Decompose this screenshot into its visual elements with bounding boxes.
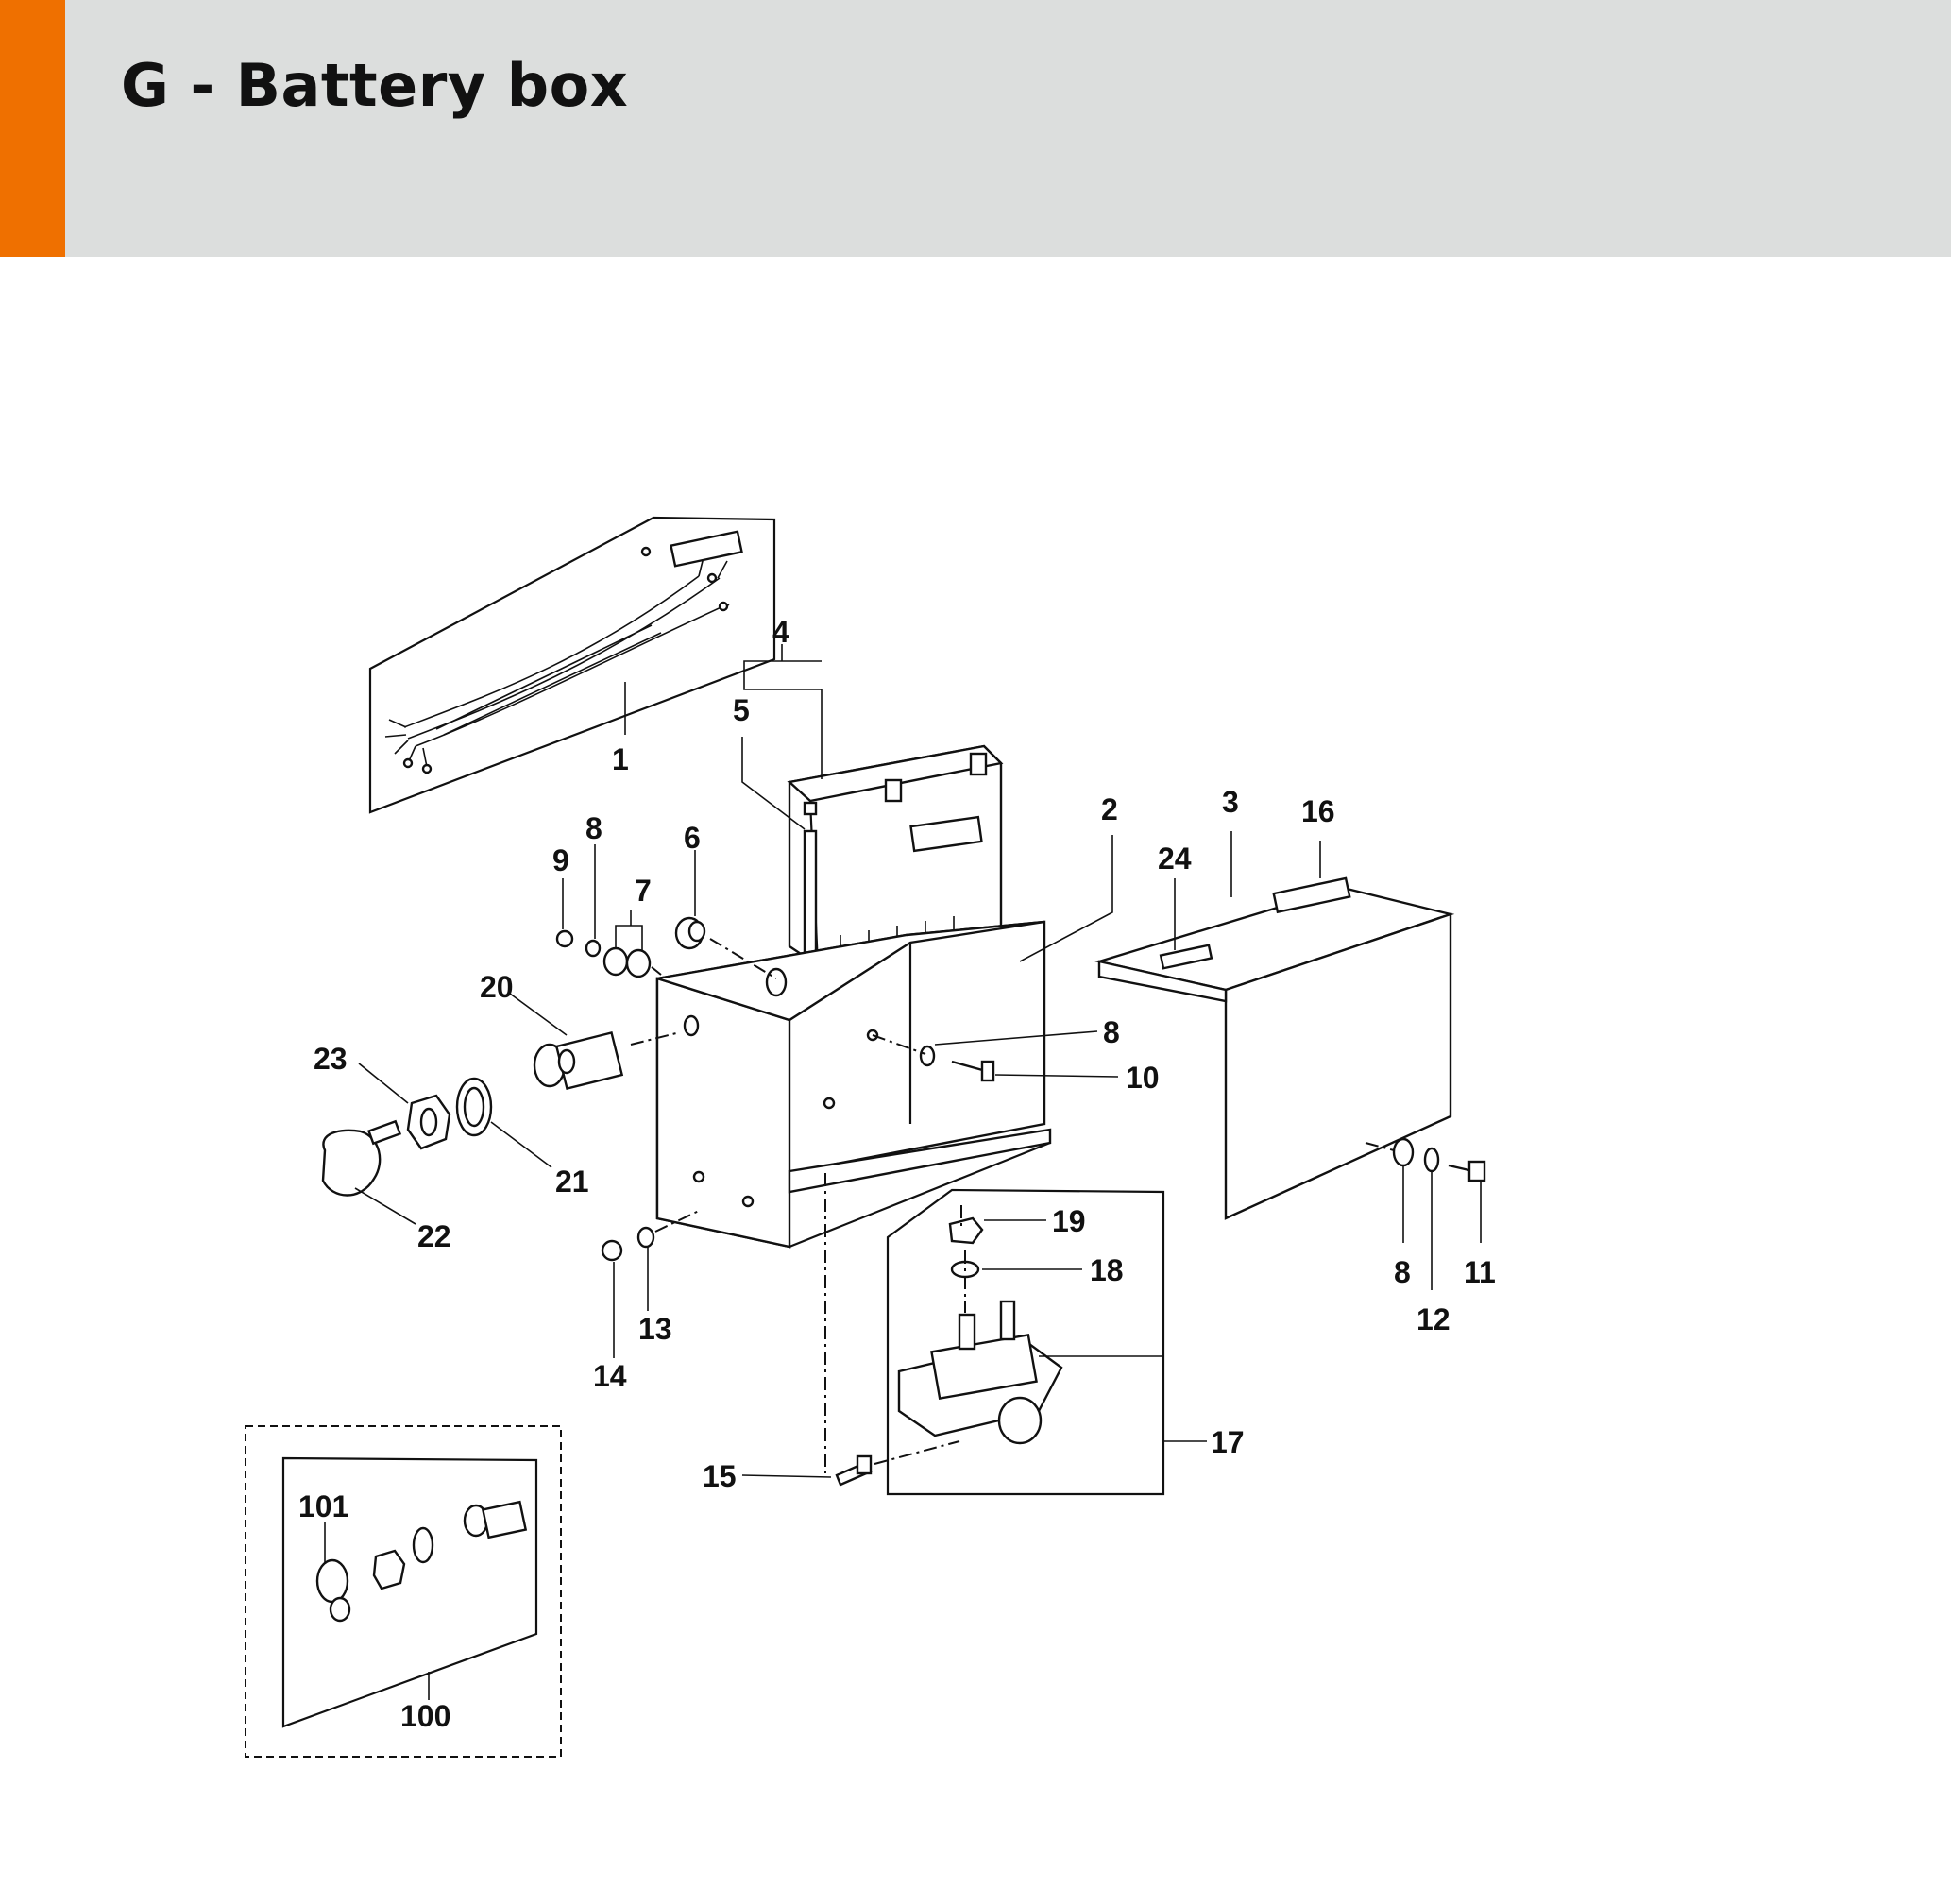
axis-7 <box>651 966 662 976</box>
leader-15 <box>741 1474 832 1478</box>
nut-19 <box>948 1216 984 1245</box>
nut-9 <box>555 929 574 948</box>
nut-14 <box>601 1239 623 1262</box>
callout-7: 7 <box>635 874 652 908</box>
washer-8a <box>585 939 602 958</box>
axis-8b <box>872 1034 926 1055</box>
callout-16: 16 <box>1301 794 1335 828</box>
leader-21 <box>490 1121 552 1168</box>
leader-5 <box>741 737 806 830</box>
leader-4-right <box>743 672 823 779</box>
axis-6 <box>709 938 777 979</box>
leader-10 <box>994 1074 1119 1078</box>
screw-10 <box>951 1060 995 1082</box>
axis-20 <box>630 1032 677 1046</box>
callout-12: 12 <box>1417 1302 1451 1336</box>
axis-8c <box>1365 1142 1395 1151</box>
callout-17: 17 <box>1211 1425 1245 1459</box>
ignition-key-22 <box>321 1119 402 1197</box>
kit-100-dashed-frame <box>245 1425 562 1758</box>
header-bar <box>0 0 1951 257</box>
leader-23 <box>358 1062 409 1104</box>
ring-nut-21-inner <box>463 1086 485 1128</box>
nut-23 <box>406 1094 451 1150</box>
leader-2 <box>1019 835 1113 962</box>
callout-19: 19 <box>1052 1204 1086 1238</box>
callout-18: 18 <box>1090 1253 1124 1287</box>
callout-20: 20 <box>480 970 514 1004</box>
ignition-switch-20 <box>533 1030 624 1091</box>
screw-11 <box>1448 1160 1486 1182</box>
relay-17 <box>897 1300 1063 1445</box>
callout-8c: 8 <box>1394 1255 1411 1289</box>
callout-15: 15 <box>703 1459 737 1493</box>
axis-13 <box>654 1210 700 1232</box>
callout-24: 24 <box>1158 842 1192 876</box>
callout-8a: 8 <box>585 811 602 845</box>
page-title: G - Battery box <box>121 51 629 120</box>
leader-7-bracket <box>615 925 643 950</box>
callout-101: 101 <box>298 1489 348 1523</box>
callout-10: 10 <box>1126 1061 1160 1095</box>
washer-13 <box>636 1226 655 1249</box>
callout-5: 5 <box>733 693 750 727</box>
battery <box>787 744 1004 967</box>
header-accent-stripe <box>0 0 65 257</box>
wiring-harness <box>368 516 776 814</box>
callout-22: 22 <box>417 1219 451 1253</box>
kit-100-parts <box>315 1500 528 1623</box>
washer-12 <box>1423 1147 1440 1173</box>
callout-13: 13 <box>638 1312 672 1346</box>
callout-11: 11 <box>1464 1255 1496 1289</box>
leader-4-bracket <box>743 660 822 672</box>
relay-group-frame <box>886 1188 1165 1496</box>
callout-2: 2 <box>1101 792 1118 826</box>
bushing-7 <box>602 946 652 978</box>
callout-1: 1 <box>612 742 629 776</box>
callout-3: 3 <box>1222 785 1239 819</box>
screw-15 <box>835 1454 873 1487</box>
washer-8b <box>919 1045 936 1067</box>
axis-15b <box>874 1440 960 1465</box>
callout-6: 6 <box>684 821 701 855</box>
callout-9: 9 <box>552 843 569 877</box>
leader-20 <box>509 993 568 1036</box>
washer-8c <box>1392 1137 1415 1167</box>
grommet-6 <box>674 916 706 950</box>
callout-8b: 8 <box>1103 1015 1120 1049</box>
callout-4: 4 <box>772 615 789 649</box>
battery-box <box>655 920 1052 1249</box>
kit-100-frame <box>281 1456 538 1728</box>
leader-8b <box>934 1030 1098 1046</box>
callout-100: 100 <box>400 1699 450 1733</box>
callout-23: 23 <box>314 1042 348 1076</box>
battery-cover <box>1094 876 1455 1220</box>
callout-14: 14 <box>593 1359 627 1393</box>
leader-22 <box>354 1187 416 1225</box>
callout-21: 21 <box>555 1164 589 1198</box>
